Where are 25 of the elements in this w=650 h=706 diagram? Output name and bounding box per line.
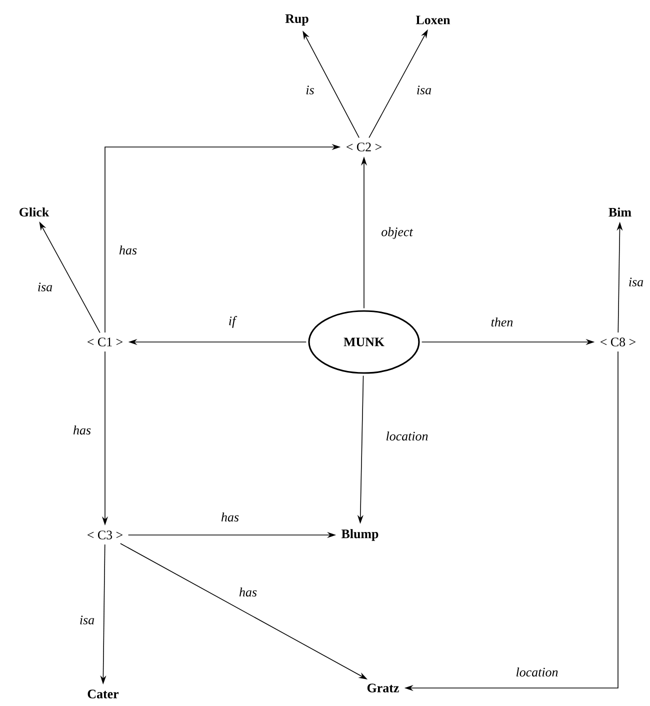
node-label: < C1 > — [88, 338, 122, 346]
node-label: Gratz — [367, 684, 399, 692]
node-label: Cater — [88, 690, 119, 698]
node-label: Glick — [20, 207, 50, 217]
edge-label: has — [118, 244, 138, 256]
node-label: < C3 > — [88, 530, 122, 540]
node-label: < C2 > — [346, 142, 382, 152]
node-label: Bim — [608, 208, 632, 216]
edge-label: isa — [78, 614, 96, 626]
edge-label: location — [514, 666, 560, 678]
edge-label: is — [304, 84, 316, 96]
node-label: Rup — [285, 14, 308, 26]
edge-label: has — [238, 586, 258, 598]
edge-label: location — [384, 430, 430, 442]
edge-label: if — [227, 315, 238, 329]
node-label: Loxen — [416, 16, 450, 24]
edge-label: then — [490, 316, 514, 328]
edge-label: has — [220, 511, 240, 523]
edge-label: isa — [36, 282, 54, 292]
node-label: < C8 > — [600, 338, 636, 346]
edge-label: isa — [415, 84, 433, 96]
edge-label: has — [72, 424, 92, 436]
edge-label: object — [380, 226, 414, 240]
node-label: Blump — [342, 529, 378, 541]
edge-label: isa — [627, 276, 645, 288]
